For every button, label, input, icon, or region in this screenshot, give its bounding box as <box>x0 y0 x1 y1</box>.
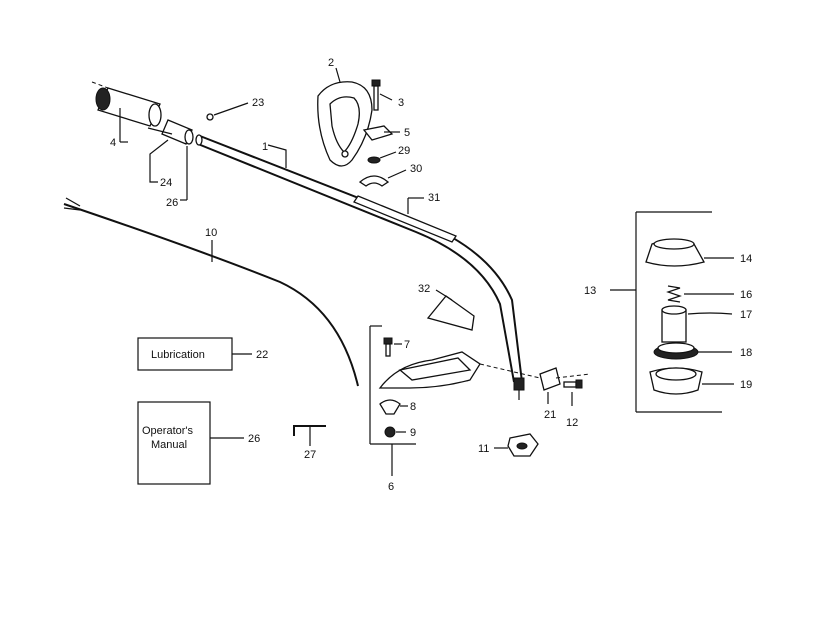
spring-16 <box>666 285 734 303</box>
label-23: 23 <box>252 97 264 109</box>
label-9: 9 <box>410 427 416 439</box>
label-30: 30 <box>410 163 422 175</box>
spool-hub-17 <box>661 305 733 343</box>
label-13: 13 <box>584 285 596 297</box>
label-3: 3 <box>398 97 404 109</box>
manual-text-line2: Manual <box>151 439 187 451</box>
screw-23 <box>206 102 249 121</box>
wing-nut-5 <box>362 125 400 141</box>
label-19: 19 <box>740 379 752 391</box>
label-17: 17 <box>740 309 752 321</box>
screw-7 <box>383 337 402 357</box>
label-18: 18 <box>740 347 752 359</box>
hex-key-27 <box>293 425 326 446</box>
nut-9 <box>384 426 406 438</box>
label-26-manual: 26 <box>248 433 260 445</box>
clamp-30 <box>358 169 407 187</box>
clamp-21 <box>539 367 561 404</box>
loop-handle <box>317 67 373 167</box>
manual-text-line1: Operator's <box>142 425 194 437</box>
label-14: 14 <box>740 253 752 265</box>
label-4: 4 <box>110 137 116 149</box>
label-31: 31 <box>428 192 440 204</box>
spool-cap-14 <box>645 238 734 267</box>
head-housing-19 <box>649 367 734 395</box>
guard-shield <box>378 351 541 389</box>
head-group-bracket <box>610 211 722 413</box>
label-7: 7 <box>404 339 410 351</box>
line-spool-18 <box>653 342 732 360</box>
flex-cable <box>63 197 359 387</box>
lubrication-text: Lubrication <box>151 349 205 361</box>
label-6: 6 <box>388 481 394 493</box>
lubrication-box <box>137 337 252 371</box>
coupler-sleeve <box>147 119 194 201</box>
clip-8 <box>379 399 408 415</box>
label-5: 5 <box>404 127 410 139</box>
decal-32 <box>426 289 475 331</box>
label-24: 24 <box>160 177 172 189</box>
label-32: 32 <box>418 283 430 295</box>
label-27: 27 <box>304 449 316 461</box>
grip-tube <box>91 81 162 143</box>
label-8: 8 <box>410 401 416 413</box>
label-22: 22 <box>256 349 268 361</box>
label-1: 1 <box>262 141 268 153</box>
label-29: 29 <box>398 145 410 157</box>
label-11: 11 <box>478 443 489 455</box>
label-10: 10 <box>205 227 217 239</box>
shield-group-bracket <box>369 325 416 476</box>
label-21: 21 <box>544 409 556 421</box>
washer-29 <box>367 151 397 164</box>
bolt-3 <box>371 79 393 111</box>
hex-nut-11 <box>494 433 539 457</box>
operators-manual-box <box>137 401 244 485</box>
rod-31 <box>353 195 457 243</box>
label-26-coupler: 26 <box>166 197 178 209</box>
label-16: 16 <box>740 289 752 301</box>
label-12: 12 <box>566 417 578 429</box>
bolt-12 <box>555 373 591 406</box>
label-2: 2 <box>328 57 334 69</box>
